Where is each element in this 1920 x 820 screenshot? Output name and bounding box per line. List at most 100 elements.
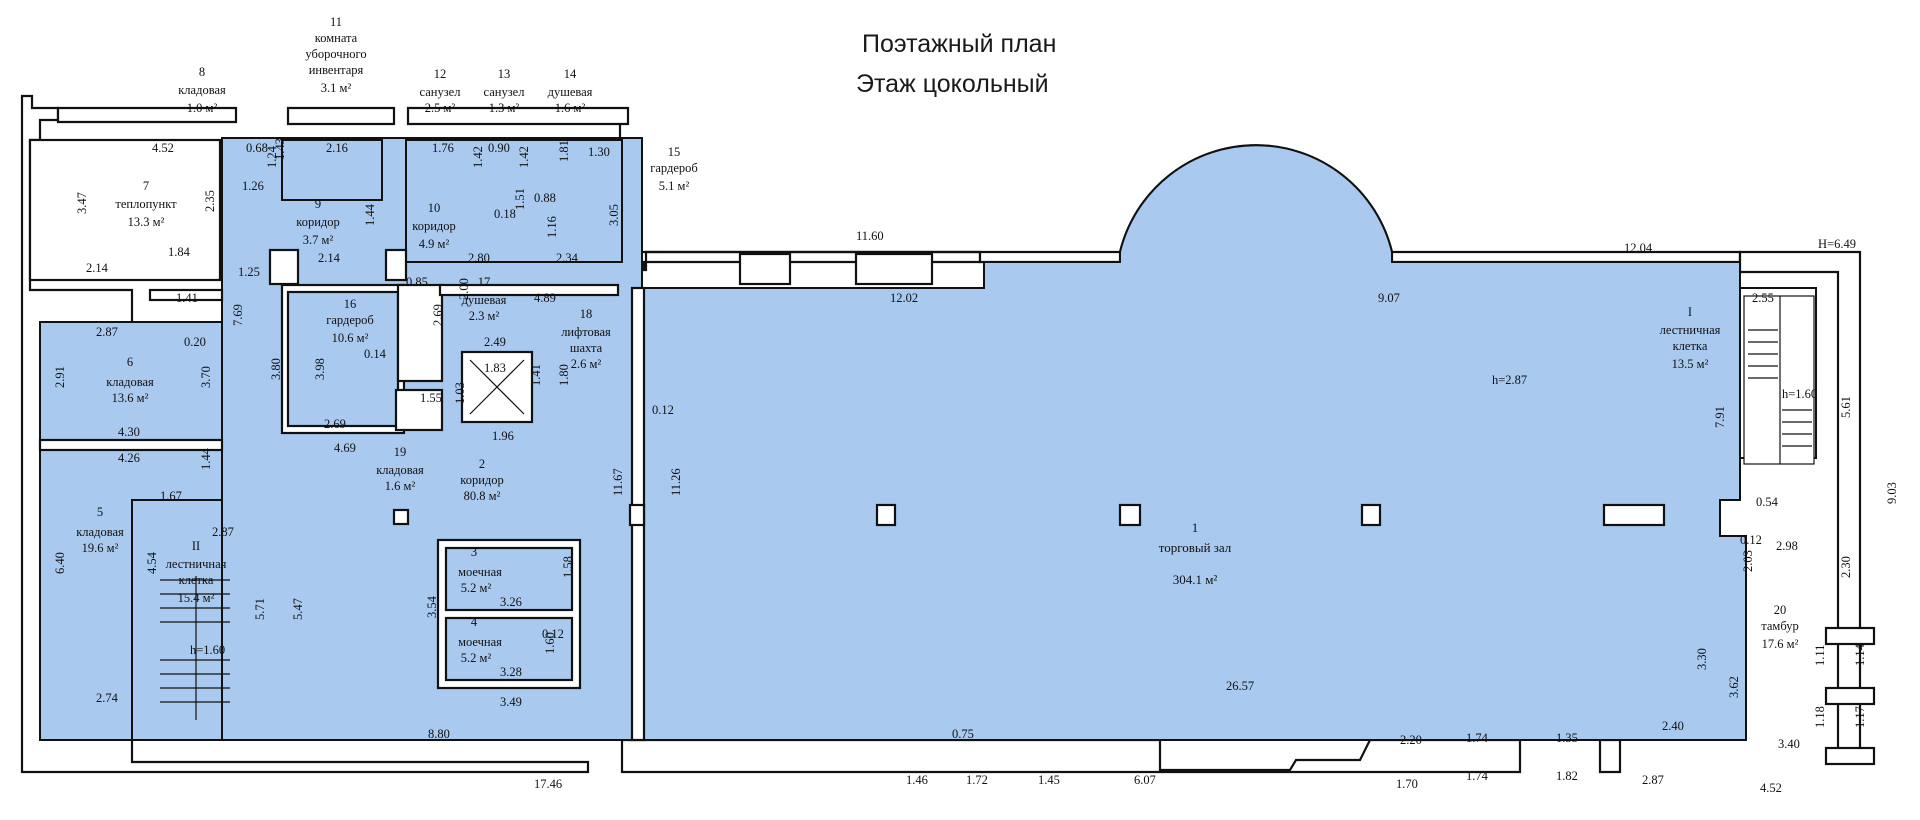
plan-title: Поэтажный план bbox=[862, 30, 1056, 58]
dim-label: 4.89 bbox=[534, 291, 556, 305]
dim-label: 1.58 bbox=[561, 556, 575, 578]
room-11-num: 11 bbox=[330, 15, 342, 29]
dim-label: 2.16 bbox=[326, 141, 348, 155]
room-3-name: моечная bbox=[458, 565, 502, 579]
dim-label: 3.30 bbox=[1695, 648, 1709, 670]
dim-label: 2.20 bbox=[1400, 733, 1422, 747]
room-4-name: моечная bbox=[458, 635, 502, 649]
room-3-area: 5.2 м² bbox=[461, 581, 492, 595]
room-1-num: 1 bbox=[1192, 520, 1199, 535]
room-14-name: душевая bbox=[548, 85, 593, 99]
plan-subtitle: Этаж цокольный bbox=[856, 70, 1049, 98]
dim-label: 0.90 bbox=[488, 141, 510, 155]
dim-label: 9.07 bbox=[1378, 291, 1400, 305]
room-1-area: 304.1 м² bbox=[1173, 572, 1218, 587]
room-2-area: 80.8 м² bbox=[464, 489, 501, 503]
room-12-name: санузел bbox=[420, 85, 461, 99]
dim-label: 4.54 bbox=[145, 551, 159, 574]
dim-label: 7.69 bbox=[231, 304, 245, 326]
dim-label: 6.07 bbox=[1134, 773, 1156, 787]
room-15-num: 15 bbox=[668, 145, 681, 159]
dim-label: 0.88 bbox=[534, 191, 556, 205]
dim-label: 1.46 bbox=[906, 773, 928, 787]
dim-label: 1.41 bbox=[176, 291, 198, 305]
dim-label: 2.14 bbox=[318, 251, 341, 265]
room-17-name: душевая bbox=[462, 293, 507, 307]
room-20-area: 17.6 м² bbox=[1762, 637, 1799, 651]
dim-label: 11.60 bbox=[856, 229, 884, 243]
dim-label: 1.83 bbox=[484, 361, 506, 375]
dim-label: 1.51 bbox=[513, 188, 527, 210]
dim-label: 3.49 bbox=[500, 695, 522, 709]
room-10-name: коридор bbox=[412, 219, 456, 233]
room-13-name: санузел bbox=[484, 85, 525, 99]
height-labels: h=2.87 H=6.49 h=1.60 h=1.60 bbox=[190, 237, 1856, 657]
dim-label: 0.54 bbox=[1756, 495, 1779, 509]
dim-label: 2.49 bbox=[484, 335, 506, 349]
dim-label: 3.70 bbox=[199, 366, 213, 388]
dim-label: 0.12 bbox=[542, 627, 564, 641]
room-7-name: теплопункт bbox=[115, 197, 177, 211]
room-11-name-1: комната bbox=[315, 31, 358, 45]
room-5-num: 5 bbox=[97, 505, 103, 519]
dim-label: 2.74 bbox=[96, 691, 119, 705]
dim-label: 2.87 bbox=[212, 525, 234, 539]
stair-I-num: I bbox=[1688, 305, 1692, 319]
dim-label: 0.14 bbox=[364, 347, 387, 361]
room-15-area: 5.1 м² bbox=[659, 179, 690, 193]
dim-label: 1.41 bbox=[529, 364, 543, 386]
dim-label: 2.87 bbox=[1642, 773, 1664, 787]
stair-I-area: 13.5 м² bbox=[1672, 357, 1709, 371]
dim-label: 2.03 bbox=[1741, 550, 1755, 572]
height-roof: H=6.49 bbox=[1818, 237, 1856, 251]
dim-label: 9.03 bbox=[1885, 482, 1899, 504]
interior-walls bbox=[28, 138, 1876, 766]
dim-label: 4.52 bbox=[152, 141, 174, 155]
dim-label: 11.26 bbox=[669, 468, 683, 496]
dim-label: 1.82 bbox=[1556, 769, 1578, 783]
room-19-name: кладовая bbox=[376, 463, 424, 477]
dim-label: 3.47 bbox=[75, 192, 89, 214]
dim-label: 4.26 bbox=[118, 451, 140, 465]
dim-label: 2.69 bbox=[324, 417, 346, 431]
dim-label: 3.62 bbox=[1727, 676, 1741, 698]
dim-label: 12.02 bbox=[890, 291, 918, 305]
stairs bbox=[160, 295, 1815, 720]
dim-label: 2.00 bbox=[457, 278, 471, 300]
room-8-name: кладовая bbox=[178, 83, 226, 97]
dim-label: 2.91 bbox=[53, 366, 67, 388]
room-4-num: 4 bbox=[471, 615, 478, 629]
dim-label: 2.34 bbox=[556, 251, 579, 265]
room-11-area: 3.1 м² bbox=[321, 81, 352, 95]
dim-label: 1.44 bbox=[199, 447, 213, 470]
dim-label: 3.28 bbox=[500, 665, 522, 679]
dim-label: 1.76 bbox=[432, 141, 454, 155]
dim-label: 3.05 bbox=[607, 204, 621, 226]
dim-label: 1.55 bbox=[420, 391, 442, 405]
room-16-num: 16 bbox=[344, 297, 357, 311]
dim-label: 3.26 bbox=[500, 595, 522, 609]
stair-II-name-2: клетка bbox=[179, 573, 214, 587]
dim-label: 2.98 bbox=[1776, 539, 1798, 553]
room-9-num: 9 bbox=[315, 197, 321, 211]
room-5-area: 19.6 м² bbox=[82, 541, 119, 555]
dim-label: 3.98 bbox=[313, 358, 327, 380]
dim-label: 1.24 bbox=[265, 145, 279, 168]
room-18-name-2: шахта bbox=[570, 341, 603, 355]
dim-label: 0.75 bbox=[952, 727, 974, 741]
dim-label: 26.57 bbox=[1226, 679, 1254, 693]
dim-label: 1.42 bbox=[471, 146, 485, 168]
dim-label: 1.42 bbox=[517, 146, 531, 168]
room-8-area: 1.0 м² bbox=[187, 101, 218, 115]
rooms-12-15-fill bbox=[405, 139, 623, 263]
stair-II-name-1: лестничная bbox=[166, 557, 227, 571]
room-17-num: 17 bbox=[478, 275, 491, 289]
dim-label: 11.67 bbox=[611, 468, 625, 496]
dim-label: 1.67 bbox=[160, 489, 182, 503]
room-14-area: 1.6 м² bbox=[555, 101, 586, 115]
dim-label: 8.80 bbox=[428, 727, 450, 741]
room-8-num: 8 bbox=[199, 65, 205, 79]
dimension-labels: 4.52 0.68 1.24 1.26 3.47 2.35 2.14 1.84 … bbox=[53, 138, 1899, 795]
dim-label: 1.70 bbox=[1396, 777, 1418, 791]
